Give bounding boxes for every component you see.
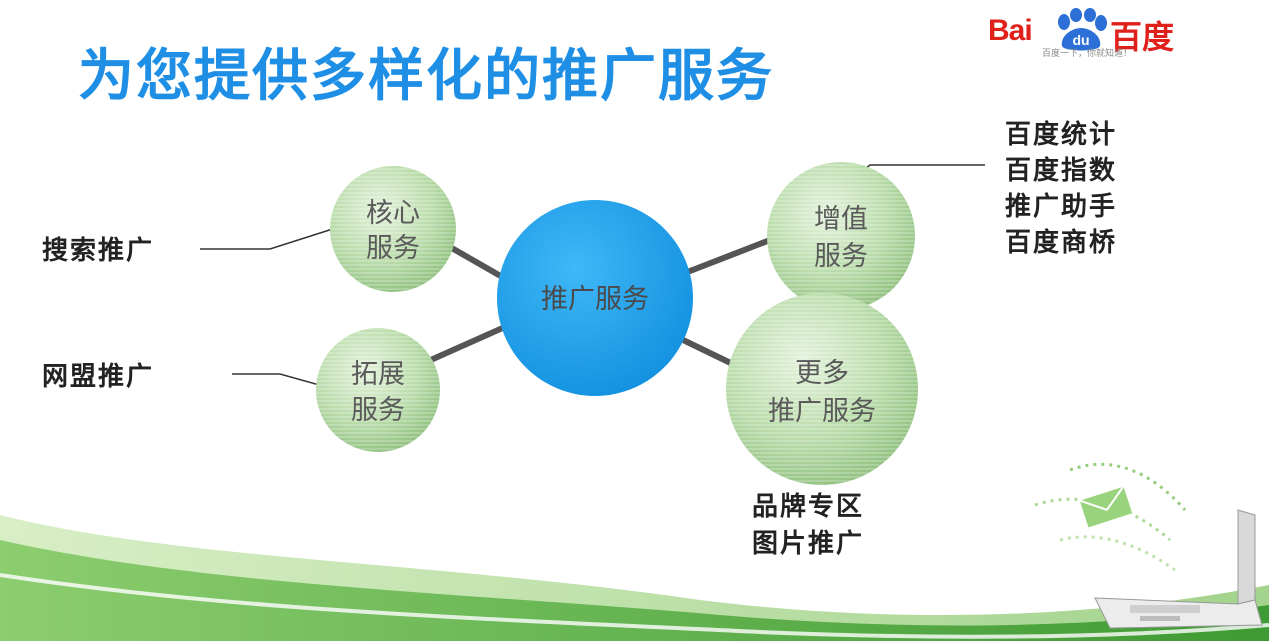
node-more-line2: 推广服务 <box>768 396 876 427</box>
node-value-added-line2: 服务 <box>814 241 868 272</box>
logo-slogan: 百度一下，你就知道！ <box>1042 49 1133 59</box>
leader-core <box>200 225 343 250</box>
node-expand-line1: 拓展 <box>351 359 405 390</box>
node-more-line1: 更多 <box>795 358 849 389</box>
annotation-value-added-3: 百度商桥 <box>1005 227 1117 258</box>
annotation-expand-0: 网盟推广 <box>42 362 154 392</box>
slide-title: 为您提供多样化的推广服务 <box>78 44 774 109</box>
annotation-value-added-1: 百度指数 <box>1005 155 1117 186</box>
laptop-icon <box>1094 509 1263 629</box>
node-expand: 拓展 服务 <box>316 328 440 452</box>
node-value-added: 增值 服务 <box>767 162 915 310</box>
logo-latin: Bai <box>988 14 1033 47</box>
paw-icon: du <box>1058 8 1107 51</box>
node-expand-line2: 服务 <box>351 395 405 426</box>
annotation-value-added-2: 推广助手 <box>1005 192 1117 222</box>
node-core-line1: 核心 <box>366 198 420 229</box>
paw-letters: du <box>1072 32 1089 48</box>
baidu-logo: Bai du 百度 百度一下，你就知道！ <box>988 8 1260 59</box>
center-label: 推广服务 <box>541 284 649 315</box>
bottom-wave-dark <box>0 540 1269 641</box>
bottom-wave-highlight <box>0 573 1269 639</box>
annotation-value-added-0: 百度统计 <box>1005 119 1117 150</box>
node-more: 更多 推广服务 <box>726 293 918 485</box>
node-core: 核心 服务 <box>330 166 456 292</box>
annotation-core-0: 搜索推广 <box>42 236 154 266</box>
node-value-added-line1: 增值 <box>814 204 868 235</box>
logo-chinese: 百度 <box>1110 18 1175 56</box>
node-core-line2: 服务 <box>366 233 420 264</box>
annotation-more-0: 品牌专区 <box>752 491 864 522</box>
leader-expand <box>232 373 331 389</box>
envelope-icon <box>1034 462 1187 572</box>
annotation-more-1: 图片推广 <box>752 529 864 559</box>
node-center: 推广服务 <box>497 200 693 396</box>
